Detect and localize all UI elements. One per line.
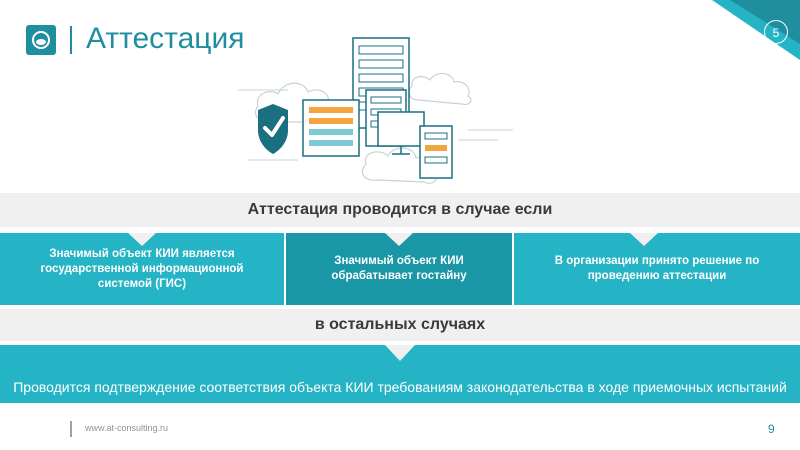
condition-label: Значимый объект КИИ обрабатывает гостайн… — [331, 255, 467, 282]
company-logo — [26, 25, 56, 55]
condition-label: Значимый объект КИИ является государстве… — [40, 247, 244, 290]
logo-mark-icon — [32, 31, 50, 49]
notch-arrow — [385, 233, 413, 246]
title-divider — [70, 26, 72, 54]
condition-label: В организации принято решение по проведе… — [554, 255, 760, 282]
notch-arrow — [128, 233, 156, 246]
other-cases-heading: в остальных случаях — [314, 316, 486, 333]
server-rack-icon — [419, 125, 453, 179]
conclusion-text: Проводится подтверждение соответствия об… — [13, 379, 787, 395]
footer-url[interactable]: www.at-consulting.ru — [85, 423, 169, 433]
page-title: Аттестация — [86, 22, 245, 55]
server-rack-icon — [302, 99, 360, 157]
shield-check-icon — [258, 104, 288, 154]
section-heading: Аттестация проводится в случае если — [247, 201, 553, 218]
datacenter-illustration — [238, 37, 513, 184]
conclusion-clip: Проводится подтверждение соответствия об… — [0, 345, 800, 403]
monitor-icon — [377, 111, 425, 155]
footer-divider — [70, 421, 72, 437]
other-cases-band — [0, 309, 800, 341]
page-number: 9 — [768, 422, 775, 436]
notch-arrow — [630, 233, 658, 246]
notch-arrow — [385, 345, 415, 361]
slide-badge: 5 — [764, 20, 788, 44]
heading-band — [0, 193, 800, 227]
